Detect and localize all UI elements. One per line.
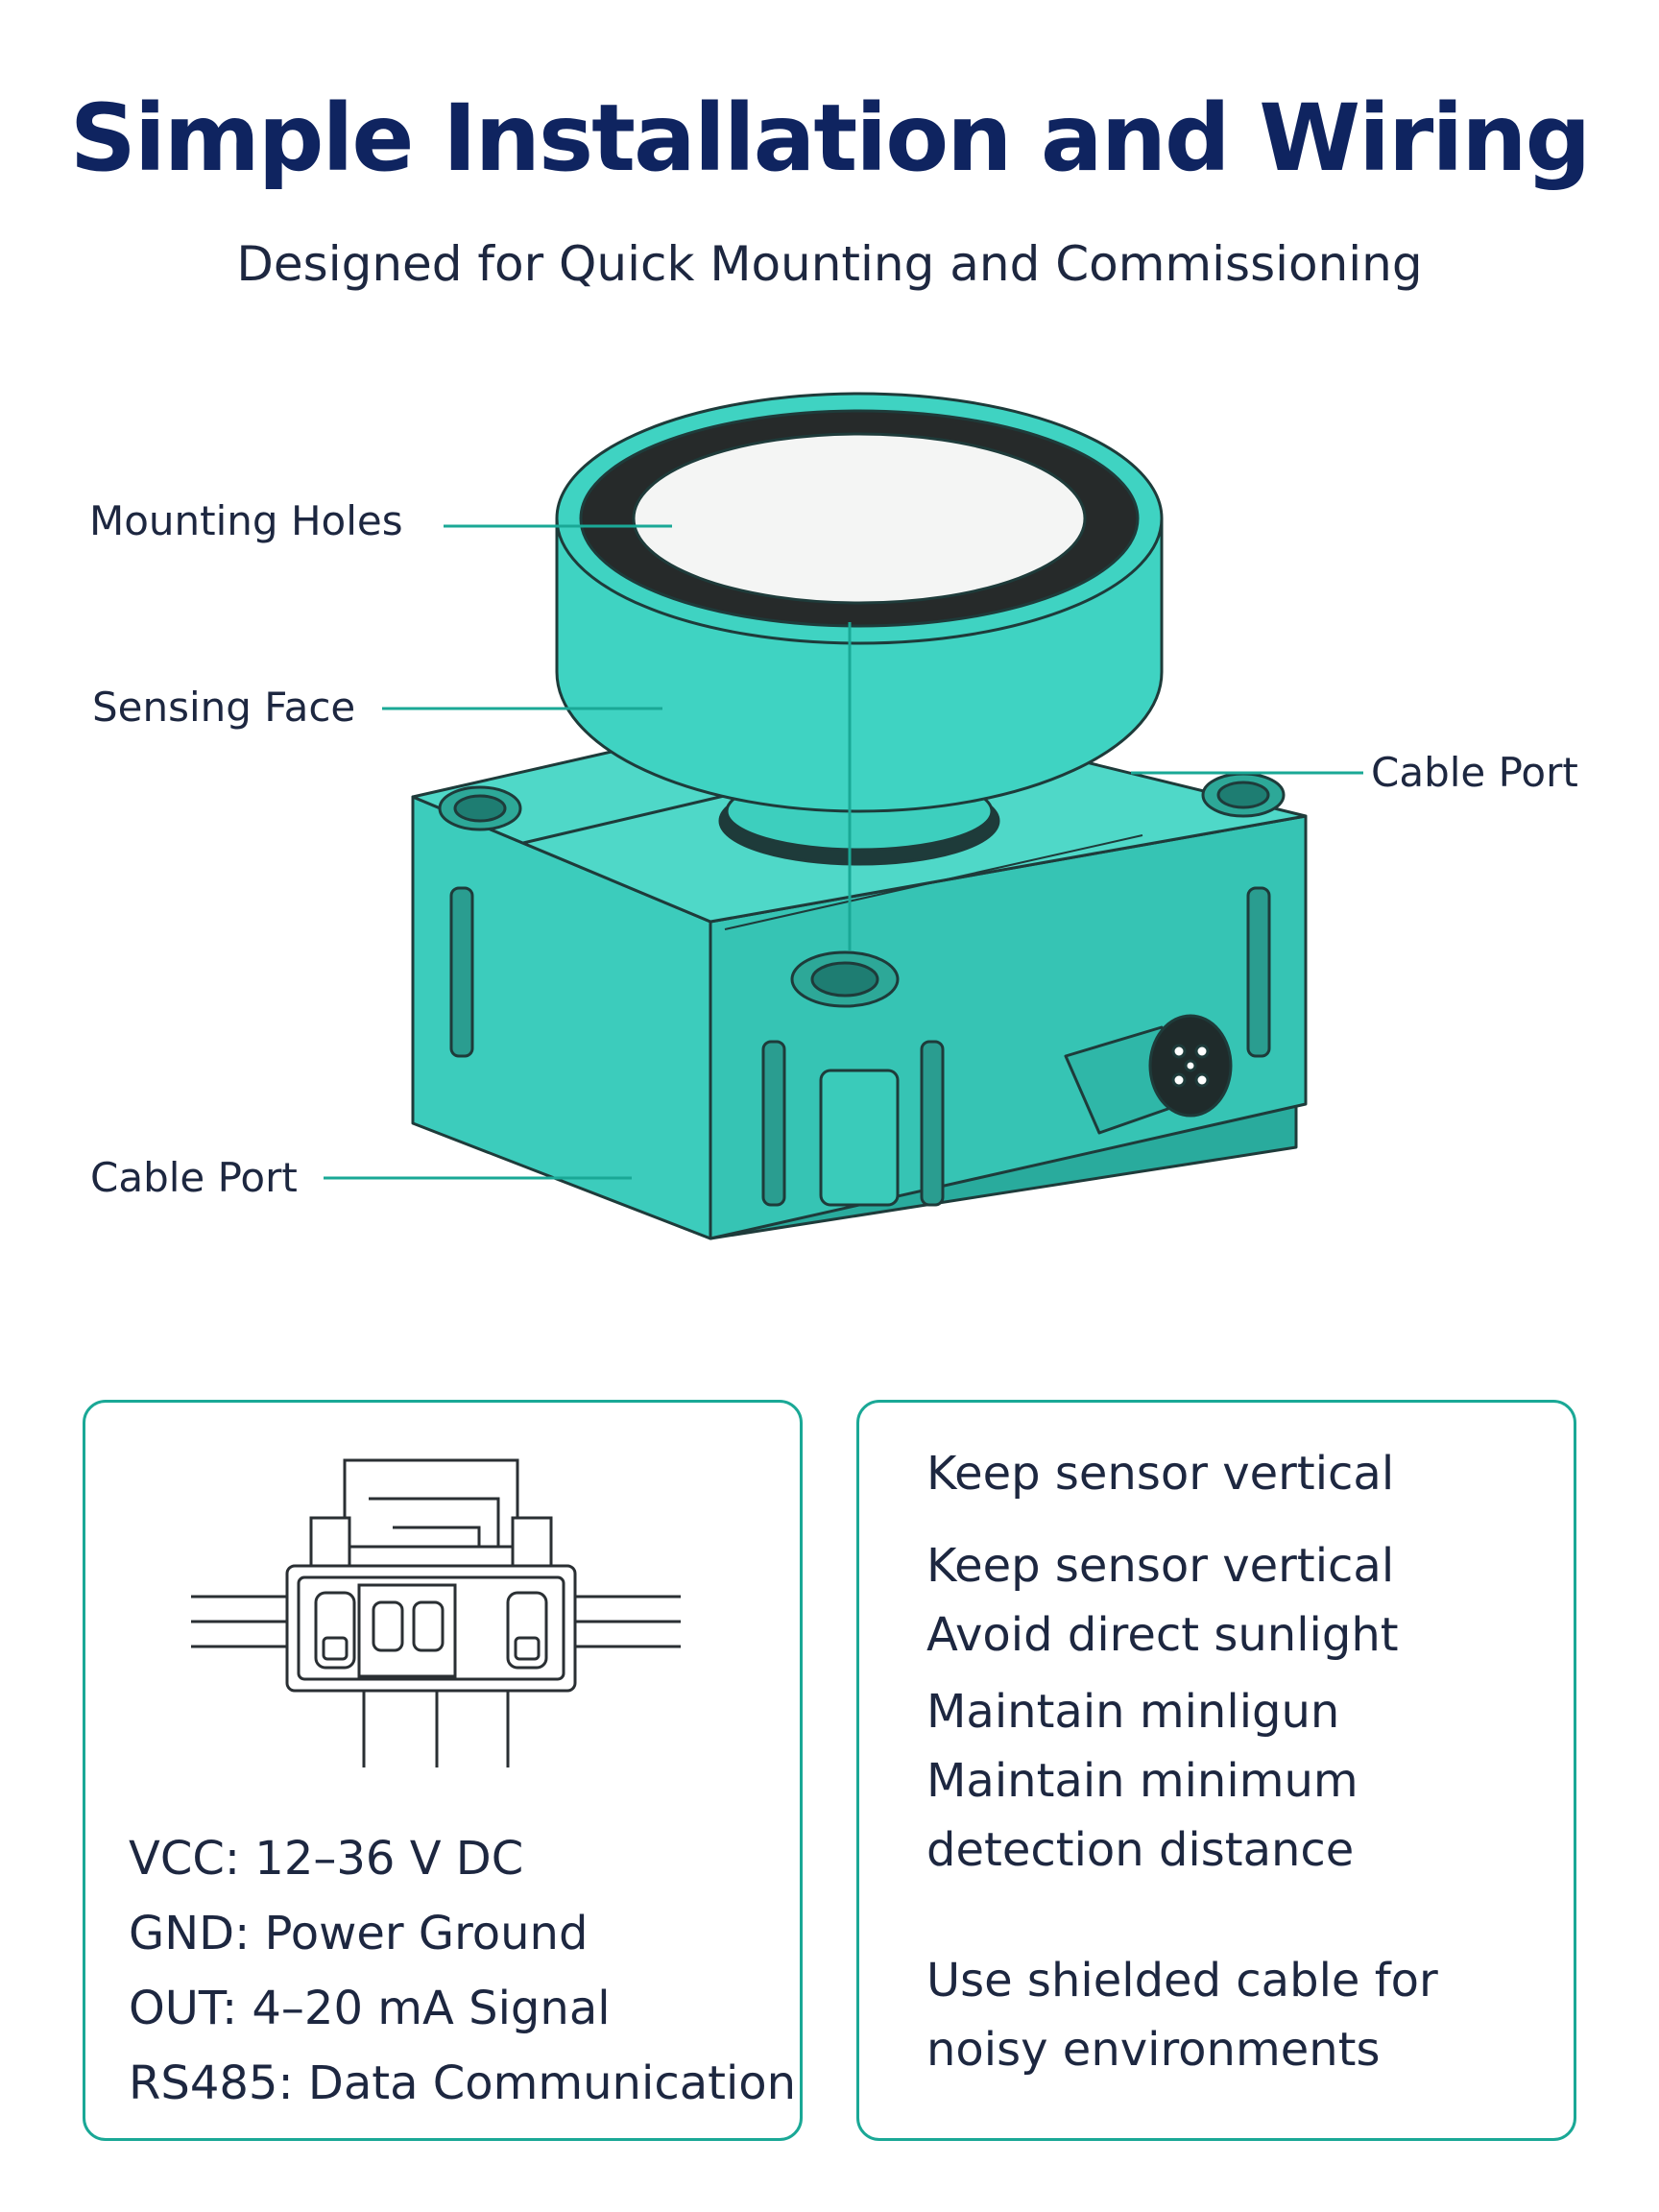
- page-title: Simple Installation and Wiring: [69, 84, 1592, 192]
- tip-line: Use shielded cable for: [926, 1954, 1438, 2008]
- pin-list: VCC: 12–36 V DC GND: Power Ground OUT: 4…: [129, 1821, 796, 2121]
- installation-tips-card: Keep sensor vertical Keep sensor vertica…: [856, 1400, 1576, 2141]
- page-subtitle: Designed for Quick Mounting and Commissi…: [236, 236, 1423, 292]
- pin-vcc: VCC: 12–36 V DC: [129, 1832, 524, 1886]
- tip-line: Keep sensor vertical: [926, 1447, 1395, 1501]
- tip-line: Maintain minimum: [926, 1754, 1358, 1808]
- pin-rs485: RS485: Data Communication: [129, 2056, 797, 2110]
- pin-gnd: GND: Power Ground: [129, 1907, 589, 1960]
- tip-line: Keep sensor vertical: [926, 1539, 1395, 1593]
- wiring-card: VCC: 12–36 V DC GND: Power Ground OUT: 4…: [83, 1400, 803, 2141]
- tip-line: noisy environments: [926, 2023, 1381, 2077]
- m12-connector-icon: [1064, 1014, 1233, 1135]
- sensing-face: [632, 432, 1087, 605]
- tip-line: detection distance: [926, 1823, 1355, 1877]
- pin-out: OUT: 4–20 mA Signal: [129, 1982, 611, 2035]
- tip-line: Maintain minligun: [926, 1685, 1340, 1739]
- tip-line: Avoid direct sunlight: [926, 1608, 1399, 1662]
- callout-sensing-face: Sensing Face: [92, 684, 356, 731]
- connector-icon: [191, 1458, 681, 1767]
- callout-cable-port-right: Cable Port: [1371, 749, 1578, 796]
- ultrasonic-sensor-illustration: [324, 392, 1363, 1240]
- callout-mounting-holes: Mounting Holes: [89, 497, 403, 544]
- callout-cable-port-left: Cable Port: [90, 1154, 298, 1201]
